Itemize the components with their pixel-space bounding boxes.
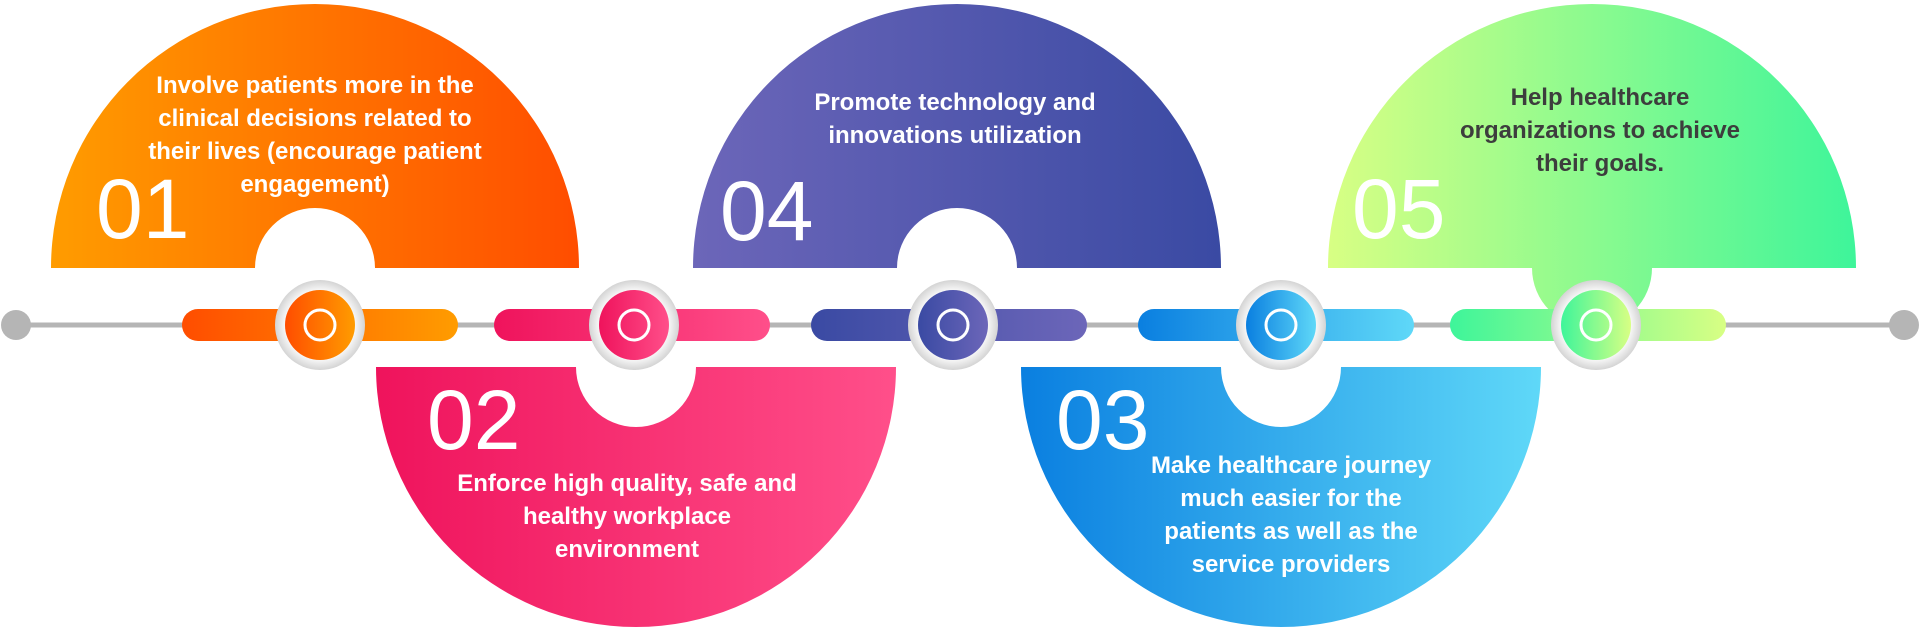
timeline-end-dot [1889, 310, 1919, 340]
marker-ring-icon [1579, 308, 1613, 342]
step-02-text: Enforce high quality, safe and healthy w… [457, 470, 797, 563]
step-04-shape [693, 4, 1221, 268]
timeline-start-dot [1, 310, 31, 340]
step-01-number: 01 [96, 162, 189, 256]
step-04-number: 04 [720, 164, 813, 258]
step-05-shape [1328, 4, 1856, 328]
milestone-marker-1 [275, 280, 365, 370]
marker-ring-icon [617, 308, 651, 342]
step-05-text: Help healthcare organizations to achieve… [1459, 84, 1741, 177]
step-02-number: 02 [427, 373, 520, 467]
step-05-number: 05 [1352, 162, 1445, 256]
step-01-shape [51, 4, 579, 268]
marker-ring-icon [1264, 308, 1298, 342]
step-01-text: Involve patients more in the clinical de… [148, 72, 482, 198]
milestone-marker-4 [1236, 280, 1326, 370]
step-03-number: 03 [1056, 373, 1149, 467]
milestone-marker-2 [589, 280, 679, 370]
step-03-shape [1021, 367, 1541, 627]
milestone-marker-5 [1551, 280, 1641, 370]
step-04-text: Promote technology and innovations utili… [814, 89, 1096, 149]
step-02-shape [376, 367, 896, 627]
milestone-marker-3 [908, 280, 998, 370]
marker-ring-icon [936, 308, 970, 342]
step-03-text: Make healthcare journey much easier for … [1150, 452, 1432, 578]
marker-ring-icon [303, 308, 337, 342]
